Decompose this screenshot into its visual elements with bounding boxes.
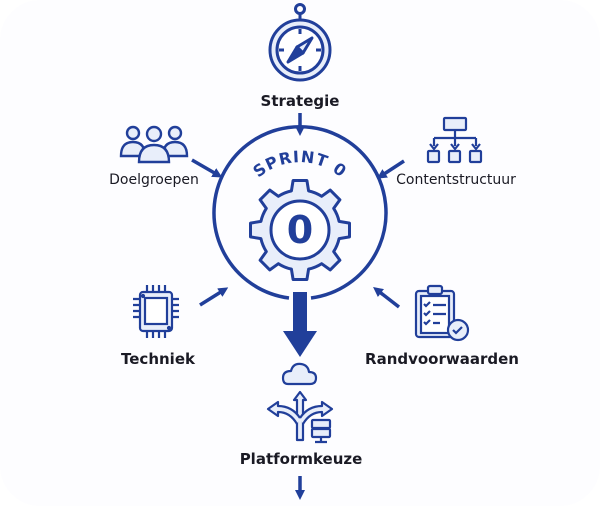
node-label-doelgroepen: Doelgroepen [109,172,199,188]
cloud-branch-server-icon [266,362,334,444]
users-group-icon [119,125,189,164]
node-label-techniek: Techniek [121,350,195,368]
sprint-title: SPRINT 0 [249,147,350,181]
center-number: 0 [287,208,313,252]
chip-icon [133,285,179,338]
compass-icon [268,3,332,82]
arrow-doelgroepen [191,158,223,178]
arrow-platformkeuze [283,292,317,357]
arrow-randvoorwaarden [373,286,401,309]
node-label-platformkeuze: Platformkeuze [239,450,363,468]
gear-icon [249,179,351,281]
clipboard-check-icon [414,284,470,342]
node-label-randvoorwaarden: Randvoorwaarden [365,350,519,368]
node-label-contentstructuur: Contentstructuur [396,172,516,188]
sprint-ring [212,124,388,300]
arrow-techniek [199,287,229,307]
arrow-contentstructuur [376,159,405,179]
node-label-strategie: Strategie [260,92,340,110]
sitemap-icon [426,116,483,164]
